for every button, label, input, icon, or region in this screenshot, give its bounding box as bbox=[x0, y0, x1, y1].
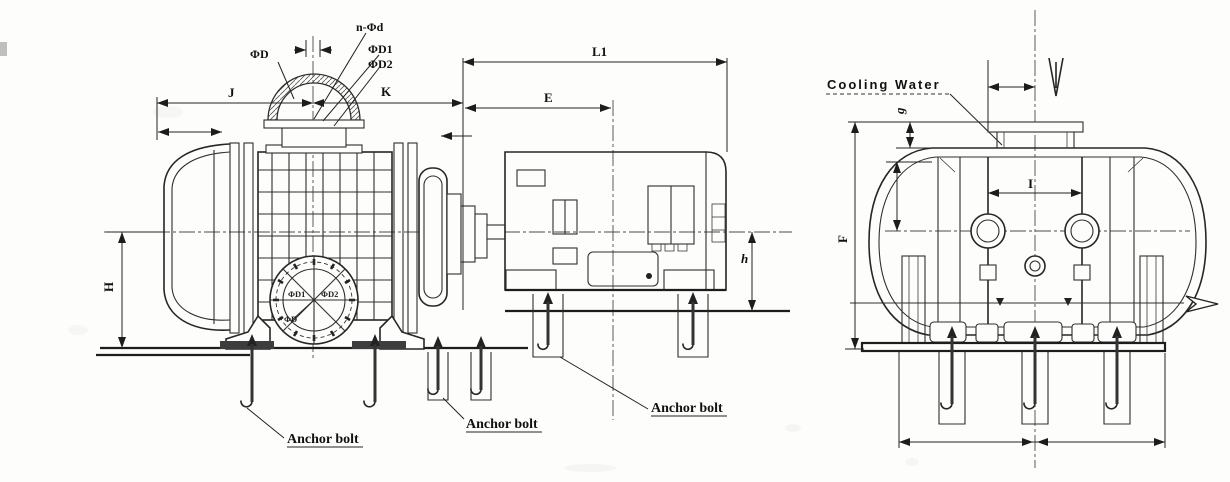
flange-phi-d1-label: ΦD1 bbox=[288, 289, 305, 299]
gear-end-cover bbox=[163, 143, 231, 331]
bearing-cover-coupling bbox=[418, 167, 506, 307]
flange-phi-d2-label: ΦD2 bbox=[321, 289, 338, 299]
flow-right-arrow-icon bbox=[1185, 295, 1219, 313]
motor bbox=[504, 151, 727, 292]
scan-artifacts bbox=[0, 42, 919, 472]
phi-d2-callout: ΦD2 bbox=[368, 57, 393, 71]
anchor-bolt-labels: Anchor bolt Anchor bolt Anchor bolt bbox=[246, 356, 727, 448]
end-casing-ribs bbox=[937, 157, 1144, 335]
cooling-water-callout: Cooling Water bbox=[826, 77, 1003, 146]
end-view: Cooling Water bbox=[826, 10, 1219, 468]
shaft-bosses bbox=[970, 213, 1100, 281]
dim-J: J bbox=[228, 85, 235, 100]
anchor-bolt-label: Anchor bolt bbox=[651, 401, 723, 416]
inlet-flange bbox=[987, 121, 1084, 133]
dim-g: g bbox=[892, 107, 907, 115]
end-view-dimensions: F g I bbox=[835, 107, 1166, 448]
base-plate bbox=[860, 341, 1167, 353]
flow-down-arrow-icon bbox=[1048, 57, 1064, 97]
discharge-flange: ΦD1 ΦD2 ΦD bbox=[269, 255, 359, 345]
dim-L1: L1 bbox=[592, 44, 607, 59]
dim-H: H bbox=[101, 282, 116, 292]
dim-E: E bbox=[544, 90, 553, 105]
anchor-bolt-label: Anchor bolt bbox=[466, 417, 538, 432]
dim-K: K bbox=[381, 84, 392, 99]
end-anchor-bolts bbox=[938, 326, 1131, 425]
top-dimension bbox=[987, 60, 1035, 132]
phi-d1-callout: ΦD1 bbox=[368, 42, 393, 56]
cooling-water-label: Cooling Water bbox=[827, 77, 941, 92]
dim-F: F bbox=[835, 235, 850, 243]
anchor-bolt bbox=[363, 334, 380, 408]
phi-d-callout: ΦD bbox=[250, 47, 269, 61]
anchor-bolt bbox=[240, 334, 257, 408]
anchor-bolts bbox=[240, 292, 709, 408]
flange-phi-d-label: ΦD bbox=[284, 314, 297, 324]
end-casing bbox=[850, 121, 1207, 353]
terminal-box bbox=[647, 185, 695, 252]
bolt-holes-callout: n-Φd bbox=[356, 20, 384, 34]
base-lines bbox=[96, 309, 790, 357]
dim-h: h bbox=[741, 251, 748, 266]
side-view-dimensions: J K L1 E H h bbox=[101, 44, 756, 348]
inlet-silencer-dome bbox=[263, 40, 365, 154]
anchor-bolt-label: Anchor bolt bbox=[287, 432, 359, 447]
dim-I: I bbox=[1028, 176, 1033, 191]
side-view: n-Φd ΦD ΦD1 ΦD2 bbox=[96, 20, 792, 448]
